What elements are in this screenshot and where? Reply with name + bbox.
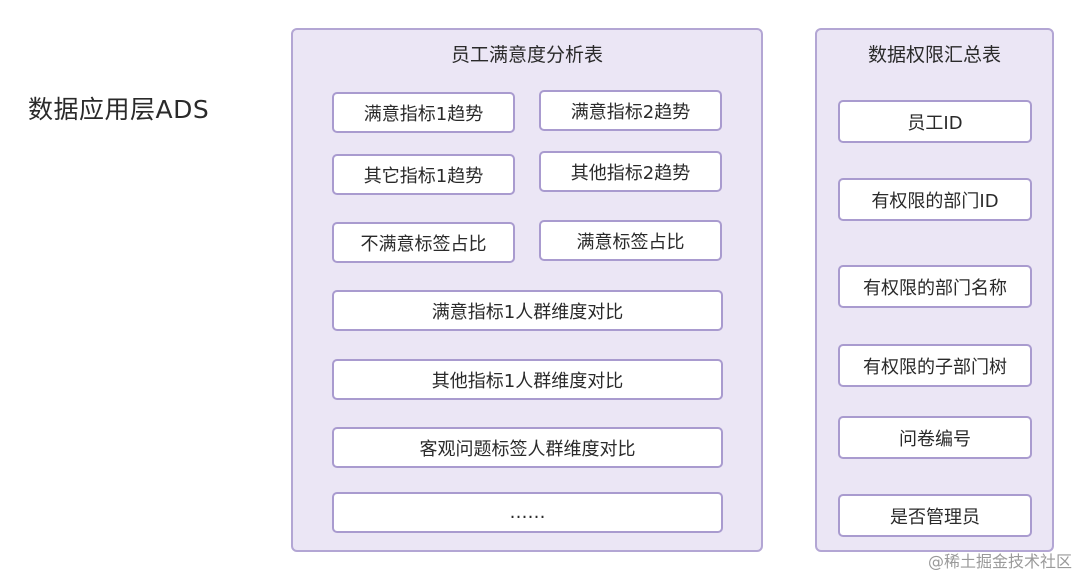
analysis-item-other-metric-1-trend: 其它指标1趋势 [332, 154, 515, 195]
watermark: @稀土掘金技术社区 [927, 552, 1072, 571]
employee-satisfaction-analysis-table: 员工满意度分析表 满意指标1趋势 满意指标2趋势 其它指标1趋势 其他指标2趋势… [291, 28, 763, 552]
permission-item-questionnaire-number: 问卷编号 [838, 416, 1032, 459]
permission-item-authorized-sub-department-tree: 有权限的子部门树 [838, 344, 1032, 387]
permission-table-title: 数据权限汇总表 [867, 44, 1001, 66]
analysis-item-objective-issue-tag-group-comparison: 客观问题标签人群维度对比 [332, 427, 723, 468]
analysis-item-satisfaction-metric-1-trend: 满意指标1趋势 [332, 92, 515, 133]
permission-item-authorized-department-id: 有权限的部门ID [838, 178, 1032, 221]
analysis-item-dissatisfaction-tag-ratio: 不满意标签占比 [332, 222, 515, 263]
analysis-item-ellipsis: …… [332, 492, 723, 533]
permission-item-is-admin: 是否管理员 [838, 494, 1032, 537]
layer-label-ads: 数据应用层ADS [28, 95, 210, 124]
data-permission-summary-table: 数据权限汇总表 员工ID 有权限的部门ID 有权限的部门名称 有权限的子部门树 … [815, 28, 1054, 552]
analysis-item-satisfaction-tag-ratio: 满意标签占比 [539, 220, 722, 261]
analysis-item-satisfaction-metric-2-trend: 满意指标2趋势 [539, 90, 722, 131]
permission-item-employee-id: 员工ID [838, 100, 1032, 143]
analysis-item-other-metric-2-trend: 其他指标2趋势 [539, 151, 722, 192]
analysis-item-other-metric-1-group-comparison: 其他指标1人群维度对比 [332, 359, 723, 400]
analysis-item-satisfaction-metric-1-group-comparison: 满意指标1人群维度对比 [332, 290, 723, 331]
analysis-table-title: 员工满意度分析表 [450, 44, 603, 66]
permission-item-authorized-department-name: 有权限的部门名称 [838, 265, 1032, 308]
